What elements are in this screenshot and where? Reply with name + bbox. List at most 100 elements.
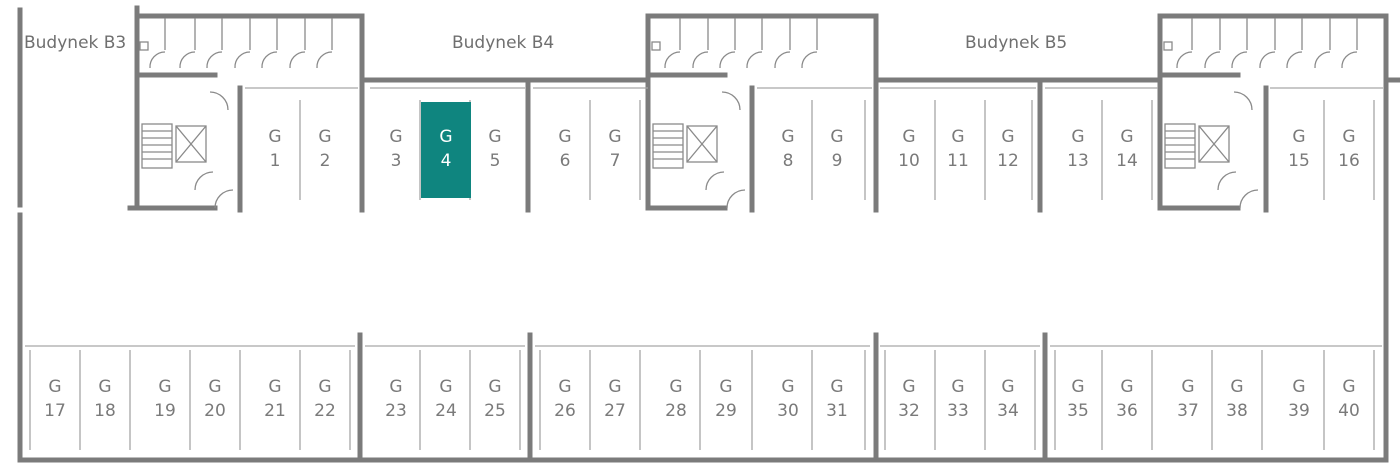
spot-number: 18 [94,401,116,421]
spot-number: 24 [435,401,457,421]
parking-spot-24[interactable]: G 24 [421,352,471,448]
spot-prefix: G [439,127,453,147]
parking-spot-34[interactable]: G 34 [983,352,1033,448]
spot-prefix: G [1120,377,1134,397]
spot-number: 1 [269,151,281,171]
spot-number: 4 [440,151,452,171]
spot-prefix: G [488,377,502,397]
parking-spot-29[interactable]: G 29 [701,352,751,448]
parking-spot-23[interactable]: G 23 [371,352,421,448]
spot-prefix: G [318,377,332,397]
spot-prefix: G [781,127,795,147]
spot-number: 30 [777,401,799,421]
spot-number: 32 [898,401,920,421]
parking-spot-11[interactable]: G 11 [933,102,983,198]
spot-number: 39 [1288,401,1310,421]
spot-prefix: G [1181,377,1195,397]
spot-number: 34 [997,401,1019,421]
spot-number: 37 [1177,401,1199,421]
spot-prefix: G [951,377,965,397]
spot-prefix: G [902,377,916,397]
spot-prefix: G [1071,377,1085,397]
parking-spot-33[interactable]: G 33 [933,352,983,448]
spot-prefix: G [268,127,282,147]
parking-spot-36[interactable]: G 36 [1102,352,1152,448]
spot-number: 33 [947,401,969,421]
spot-prefix: G [208,377,222,397]
building-label-b5: Budynek B5 [965,33,1068,53]
spot-prefix: G [902,127,916,147]
spot-number: 26 [554,401,576,421]
spot-number: 29 [715,401,737,421]
parking-spot-16[interactable]: G 16 [1324,102,1374,198]
spot-prefix: G [439,377,453,397]
parking-spot-10[interactable]: G 10 [884,102,934,198]
spot-number: 31 [826,401,848,421]
spot-number: 17 [44,401,66,421]
spot-number: 13 [1067,151,1089,171]
spot-prefix: G [608,377,622,397]
spot-prefix: G [669,377,683,397]
spot-prefix: G [1292,377,1306,397]
spot-prefix: G [1001,127,1015,147]
parking-spot-32[interactable]: G 32 [884,352,934,448]
spot-prefix: G [1342,127,1356,147]
parking-spot-37[interactable]: G 37 [1163,352,1213,448]
spot-prefix: G [719,377,733,397]
parking-spot-17[interactable]: G 17 [30,352,80,448]
parking-spot-18[interactable]: G 18 [80,352,130,448]
spot-prefix: G [608,127,622,147]
spot-prefix: G [781,377,795,397]
spot-prefix: G [48,377,62,397]
parking-spot-39[interactable]: G 39 [1274,352,1324,448]
building-label-b3: Budynek B3 [24,33,127,53]
spot-prefix: G [98,377,112,397]
spot-number: 10 [898,151,920,171]
structure-walls [17,5,1400,463]
spot-number: 11 [947,151,969,171]
spot-number: 9 [831,151,843,171]
spot-prefix: G [951,127,965,147]
spot-number: 8 [782,151,794,171]
spot-number: 16 [1338,151,1360,171]
spot-prefix: G [268,377,282,397]
spot-number: 40 [1338,401,1360,421]
spot-prefix: G [1001,377,1015,397]
spot-prefix: G [558,127,572,147]
spot-number: 5 [489,151,501,171]
building-label-b4: Budynek B4 [452,33,555,53]
spot-number: 38 [1226,401,1248,421]
spot-number: 2 [319,151,331,171]
parking-spot-30[interactable]: G 30 [763,352,813,448]
spot-prefix: G [1120,127,1134,147]
spot-prefix: G [389,377,403,397]
spot-number: 23 [385,401,407,421]
spot-number: 36 [1116,401,1138,421]
